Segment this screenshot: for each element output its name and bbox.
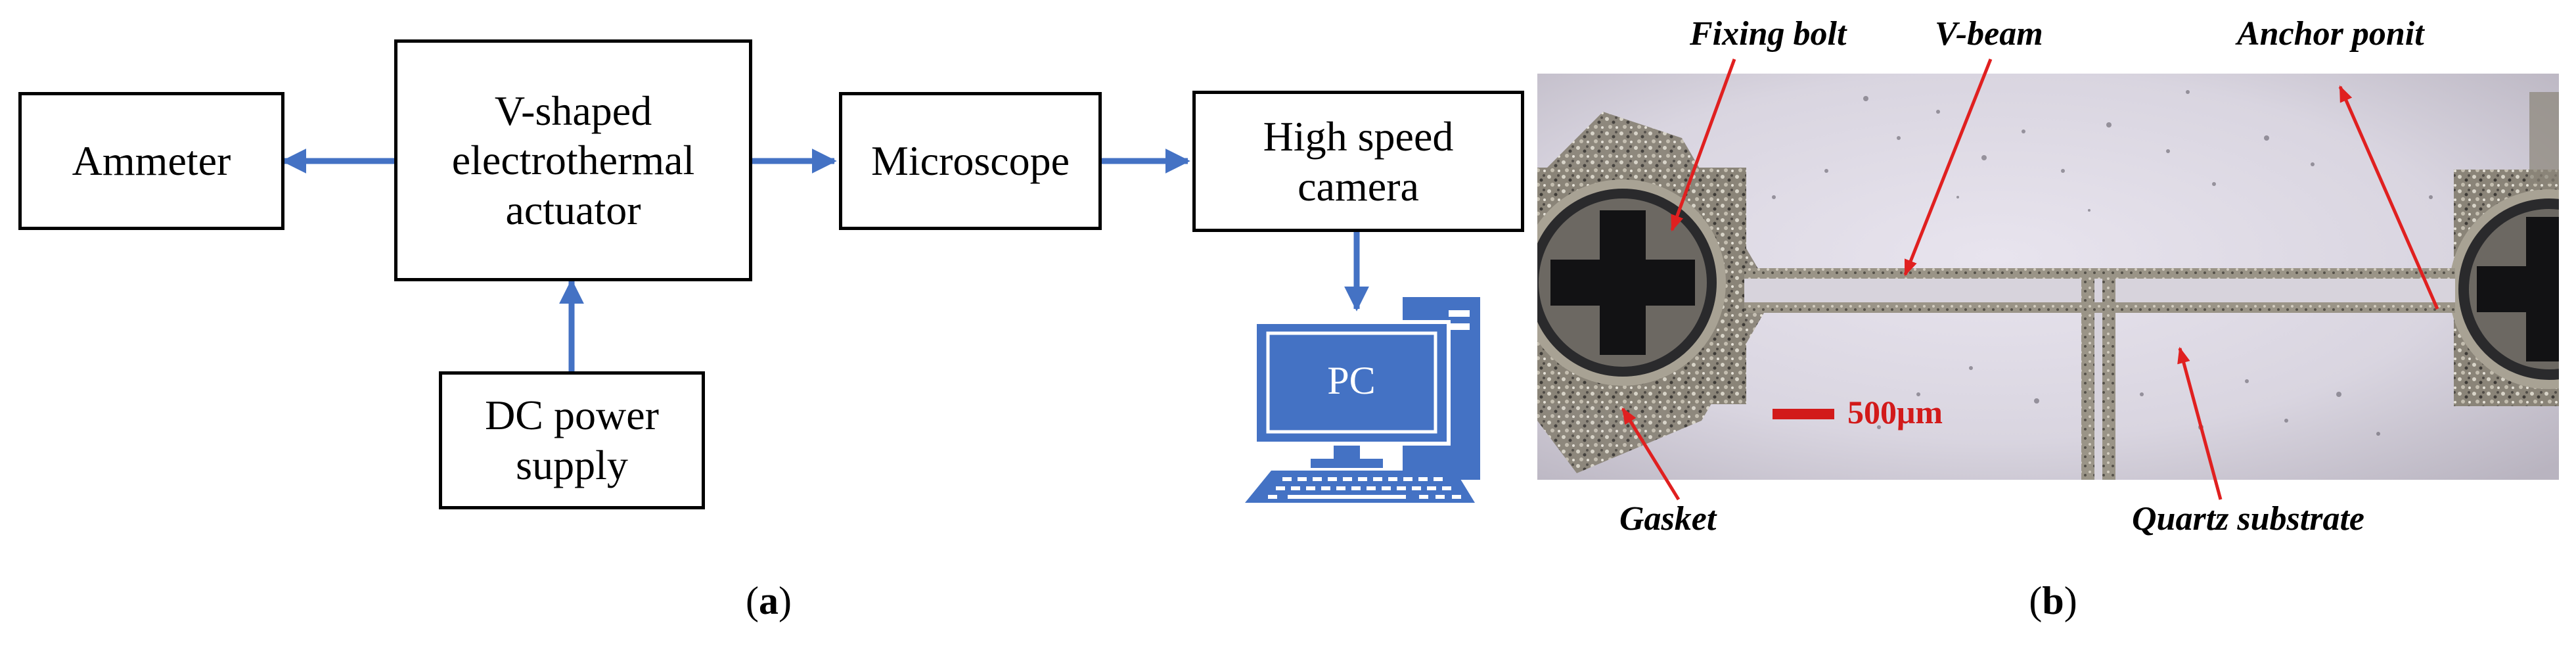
pc-label: PC [1327,359,1376,402]
arrow-icon [2177,346,2223,500]
annot-fixing-bolt: Fixing bolt [1690,15,1847,53]
computer-icon [1245,297,1480,503]
panel-b-label: (b) [2000,578,2106,624]
power-label: DC power supply [485,392,659,488]
microscope-block: Microscope [839,92,1102,230]
scale-bar-label: 500μm [1847,394,1943,430]
annot-quartz: Quartz substrate [2132,500,2364,538]
arrow-icon [2338,85,2439,310]
panel-a-arrows [281,149,1190,371]
panel-a-close: ) [779,579,792,622]
microscope-label: Microscope [870,137,1070,185]
arrow-icon [1903,58,1993,277]
panel-b-open: ( [2029,579,2043,622]
panel-b-letter: b [2042,579,2064,622]
camera-block: High speed camera [1192,91,1524,232]
ammeter-block: Ammeter [18,92,284,230]
annot-gasket: Gasket [1619,500,1717,538]
arrow-icon [1621,407,1681,501]
panel-a-open: ( [746,579,759,622]
camera-label: High speed camera [1263,112,1454,210]
actuator-block: V-shaped electrothermal actuator [394,39,752,281]
panel-a-label: (a) [716,578,821,624]
annot-anchor-point: Anchor ponit [2237,15,2424,53]
arrow-icon [1670,58,1736,232]
annotation-arrows [1621,58,2439,501]
ammeter-label: Ammeter [72,137,231,185]
annot-v-beam: V-beam [1935,15,2043,53]
panel-a-letter: a [759,579,779,622]
panel-b-close: ) [2064,579,2077,622]
power-block: DC power supply [439,371,705,509]
actuator-label: V-shaped electrothermal actuator [451,87,695,233]
